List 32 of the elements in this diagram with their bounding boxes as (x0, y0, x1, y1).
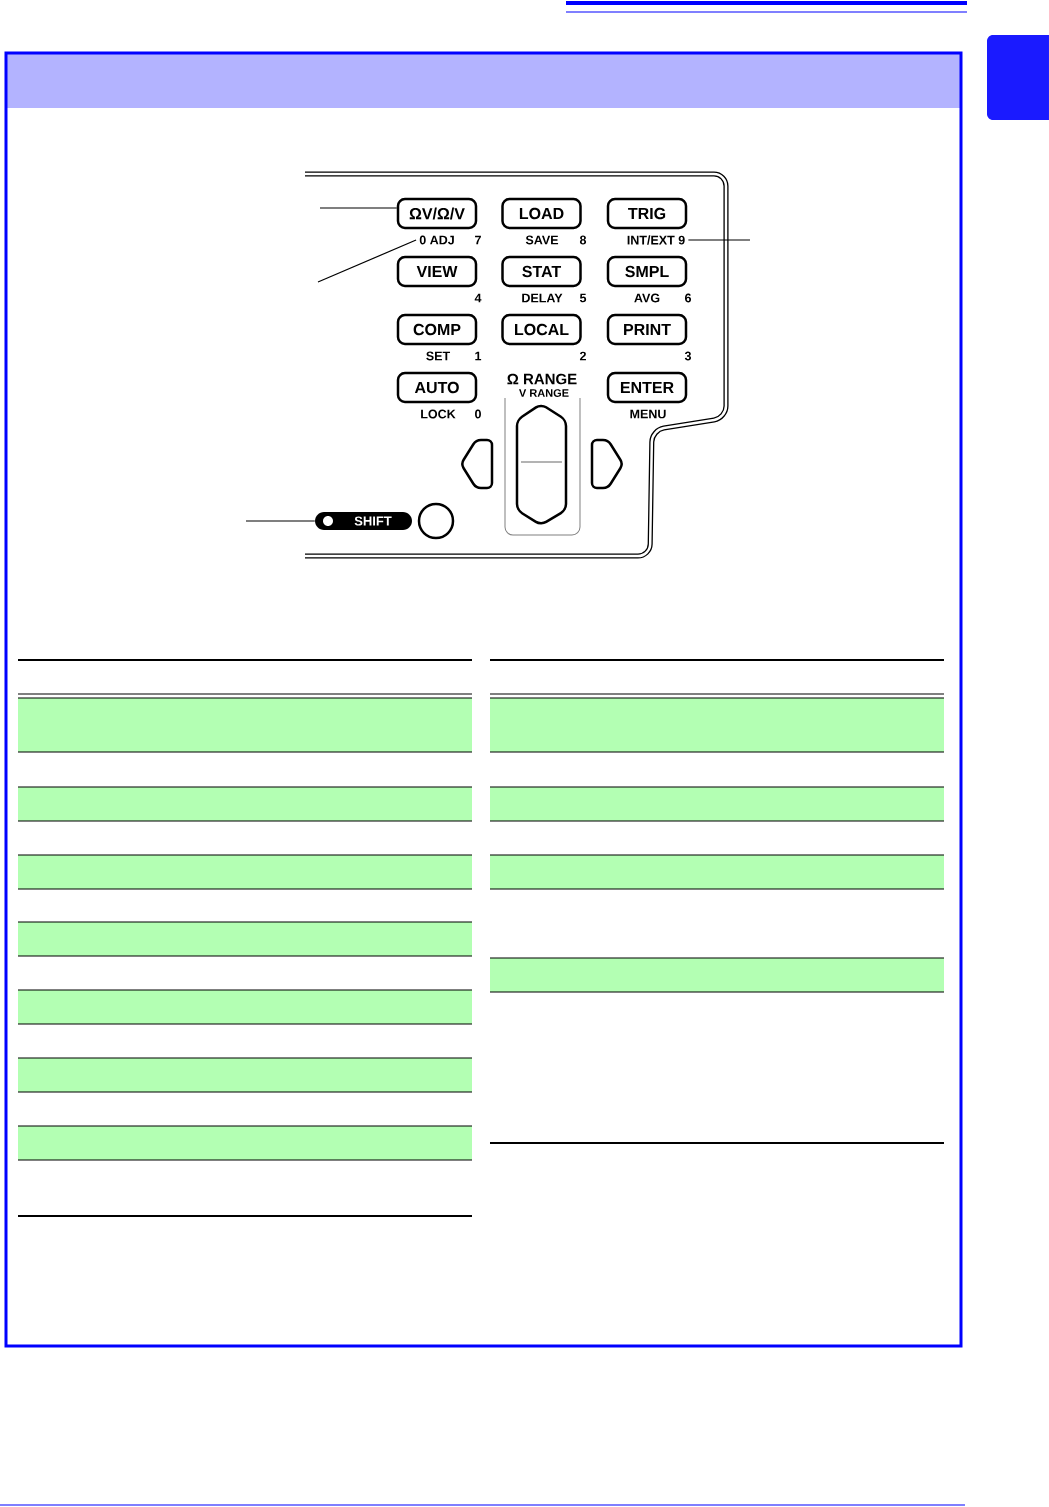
side-tab (987, 35, 1049, 120)
key-label: 0 ADJ (419, 235, 454, 245)
key-label: 2 (579, 351, 586, 361)
key-label: SET (426, 351, 450, 361)
key-label: V RANGE (519, 389, 569, 397)
key-label: 6 (685, 293, 691, 303)
key-label: 0 (475, 409, 481, 419)
key-button: VIEW (396, 255, 478, 288)
key-label: 3 (684, 351, 691, 361)
key-button: ENTER (606, 371, 688, 404)
key-label: Ω RANGE (507, 373, 577, 385)
key-label: 8 (579, 235, 587, 245)
key-label: 5 (579, 293, 587, 303)
key-label: 7 (475, 235, 481, 245)
leader-line (319, 207, 398, 209)
key-button: AUTO (396, 371, 478, 404)
key-button: LOAD (501, 197, 582, 230)
leader-line (245, 520, 316, 522)
key-label: SAVE (525, 235, 559, 245)
shift-indicator: SHIFT (315, 512, 412, 530)
key-button: SMPL (606, 255, 688, 288)
key-button: PRINT (606, 313, 688, 346)
key-button: LOCAL (501, 313, 582, 346)
key-button: COMP (396, 313, 478, 346)
key-button: STAT (501, 255, 582, 288)
key-button: ΩV/Ω/V (396, 197, 478, 230)
key-label: 1 (475, 351, 482, 361)
key-label: AVG (634, 293, 660, 303)
key-label: 4 (474, 293, 482, 303)
key-button: TRIG (606, 197, 688, 230)
key-label: INT/EXT 9 (627, 235, 685, 245)
key-label: DELAY (522, 293, 563, 303)
